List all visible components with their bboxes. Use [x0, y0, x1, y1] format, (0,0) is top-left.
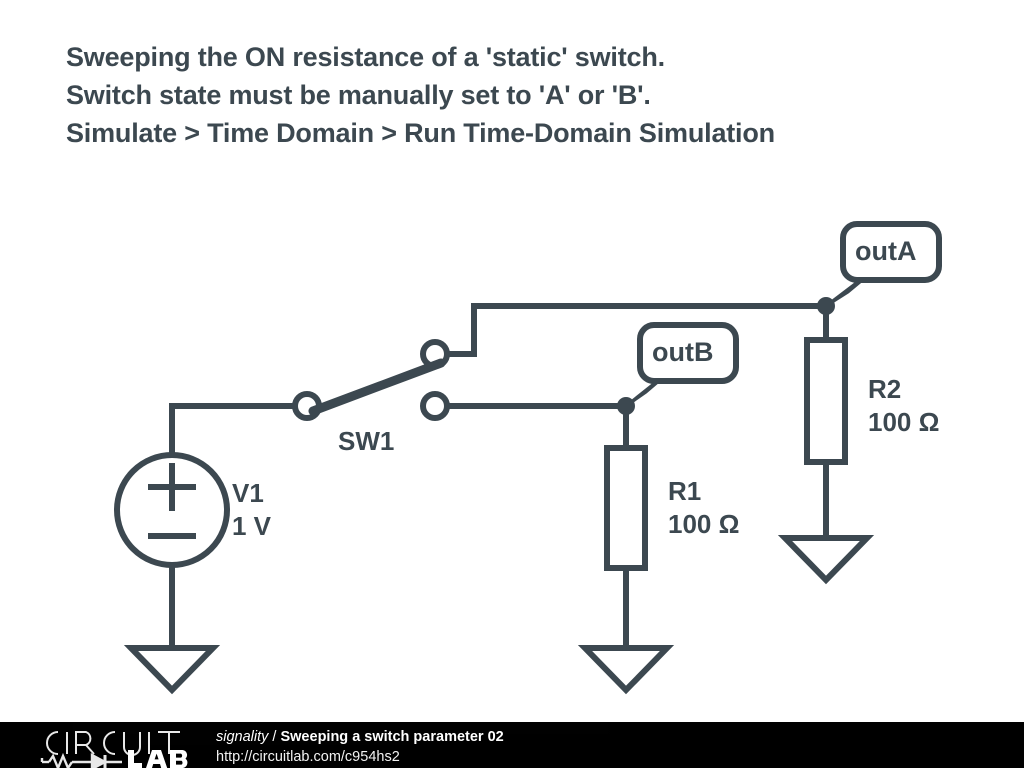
- r1-label: R1 100 Ω: [668, 475, 739, 541]
- ground-symbol-r1: [577, 645, 675, 695]
- footer-bar: signality / Sweeping a switch parameter …: [0, 722, 1024, 768]
- outb-callout-box: [637, 322, 739, 384]
- sw1-label: SW1: [338, 425, 394, 458]
- r2-body: [804, 337, 848, 465]
- ground-symbol-r2: [777, 535, 875, 585]
- page-title: Sweeping the ON resistance of a 'static'…: [66, 38, 986, 152]
- v1-label-value: 1 V: [232, 511, 272, 541]
- footer-url[interactable]: http://circuitlab.com/c954hs2: [216, 749, 400, 765]
- r2-label-name: R2: [868, 374, 902, 404]
- wire-switchA-to-outA: [444, 303, 829, 357]
- title-line-1: Sweeping the ON resistance of a 'static'…: [66, 42, 665, 72]
- footer-author: signality: [216, 729, 269, 745]
- footer-project-title: Sweeping a switch parameter 02: [280, 729, 504, 745]
- r2-label: R2 100 Ω: [868, 373, 939, 439]
- circuit-schematic: [114, 221, 942, 695]
- node-label-outb[interactable]: outB: [652, 337, 714, 367]
- footer-separator: /: [272, 729, 277, 745]
- outa-callout-box: [840, 221, 942, 283]
- node-label-outa[interactable]: outA: [855, 236, 917, 266]
- r1-label-value: 100 Ω: [668, 509, 740, 539]
- sw1-label-name: SW1: [338, 426, 395, 456]
- v1-label: V1 1 V: [232, 477, 271, 543]
- footer-text-block: signality / Sweeping a switch parameter …: [216, 727, 504, 767]
- logo-lab-word: [128, 750, 188, 768]
- wire-v1-to-switch: [169, 403, 297, 458]
- v1-plus-symbol: [148, 463, 196, 511]
- r1-body: [604, 445, 648, 571]
- title-line-2: Switch state must be manually set to 'A'…: [66, 80, 651, 110]
- sw1-blade: [308, 358, 446, 416]
- r1-label-name: R1: [668, 476, 702, 506]
- title-line-3: Simulate > Time Domain > Run Time-Domain…: [66, 118, 775, 148]
- footer-title-line: signality / Sweeping a switch parameter …: [216, 727, 504, 747]
- v1-label-name: V1: [232, 478, 264, 508]
- resistor-diode-symbol: [40, 752, 122, 768]
- r2-label-value: 100 Ω: [868, 407, 940, 437]
- sw1-terminal-b: [420, 391, 450, 421]
- circuitlab-logo[interactable]: [36, 726, 201, 768]
- ground-symbol-v1: [123, 645, 221, 695]
